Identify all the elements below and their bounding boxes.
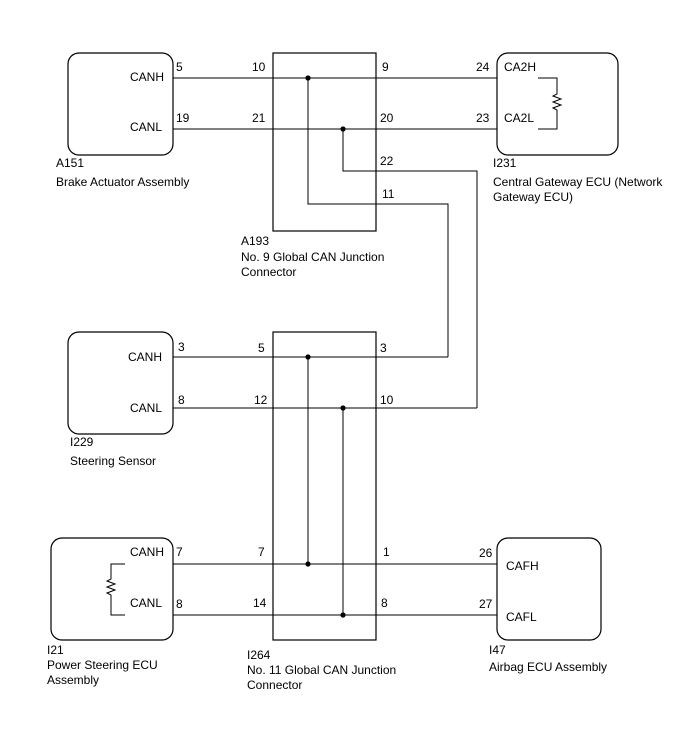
i231-box	[496, 52, 619, 156]
i231-termination-resistor	[538, 77, 563, 130]
i264-pin-8: 8	[381, 596, 388, 610]
i21-name-line1: Power Steering ECU	[47, 658, 158, 672]
i264-junction-connector: 5 12 3 10 7 14 1 8 I264 No. 11 Global CA…	[247, 331, 396, 692]
i47-name: Airbag ECU Assembly	[489, 660, 607, 674]
i229-code: I229	[70, 435, 94, 449]
i264-pin-7: 7	[258, 545, 265, 559]
a193-name-line1: No. 9 Global CAN Junction	[241, 250, 384, 264]
i231-name-line2: Gateway ECU)	[493, 190, 573, 204]
i264-code: I264	[247, 648, 271, 662]
i21-canh-pin: 7	[176, 545, 183, 559]
i264-pin-14: 14	[253, 596, 267, 610]
a151-canh-pin: 5	[176, 60, 183, 74]
a151-box	[67, 52, 174, 156]
i231-central-gateway-ecu: CA2H CA2L 24 23 I231 Central Gateway ECU…	[476, 52, 663, 204]
i264-name-line1: No. 11 Global CAN Junction	[247, 663, 396, 677]
i264-box	[272, 331, 377, 641]
a151-code: A151	[56, 156, 84, 170]
i229-canl-pin: 8	[178, 393, 185, 407]
i264-pin-12: 12	[254, 393, 268, 407]
i229-canl-label: CANL	[130, 401, 162, 415]
junction-dot-i264-low-bottom	[340, 612, 346, 618]
i231-ca2h-pin: 24	[476, 60, 490, 74]
a193-code: A193	[241, 234, 269, 248]
i21-code: I21	[47, 643, 64, 657]
i21-canl-label: CANL	[130, 596, 162, 610]
wire-a193-low-bus-to-i264	[342, 129, 478, 408]
i47-airbag-ecu: CAFH CAFL 26 27 I47 Airbag ECU Assembly	[479, 537, 607, 674]
a151-canh-label: CANH	[130, 70, 164, 84]
i264-name-line2: Connector	[247, 678, 302, 692]
i264-pin-1: 1	[383, 545, 390, 559]
i264-pin-5: 5	[258, 341, 265, 355]
a151-canl-pin: 19	[176, 111, 190, 125]
wiring	[173, 75, 497, 618]
junction-dot-a193-high	[305, 75, 311, 81]
i229-steering-sensor: CANH CANL 3 8 I229 Steering Sensor	[67, 331, 185, 468]
i264-pin-3: 3	[380, 341, 387, 355]
a151-canl-label: CANL	[130, 120, 162, 134]
a193-pin-22: 22	[380, 154, 394, 168]
a193-junction-connector: 10 21 9 20 22 11 A193 No. 9 Global CAN J…	[241, 52, 395, 279]
i264-pin-10: 10	[380, 393, 394, 407]
i47-code: I47	[489, 643, 506, 657]
i21-name-line2: Assembly	[47, 673, 99, 687]
a193-pin-20: 20	[380, 111, 394, 125]
junction-dot-i264-low-top	[340, 405, 346, 411]
i231-ca2h-label: CA2H	[504, 60, 536, 74]
i229-name: Steering Sensor	[70, 454, 156, 468]
i47-box	[496, 537, 602, 641]
i231-ca2l-label: CA2L	[504, 111, 534, 125]
i21-canh-label: CANH	[130, 545, 164, 559]
i229-canh-label: CANH	[128, 350, 162, 364]
wire-a193-high-bus-to-i264	[307, 78, 449, 357]
a193-pin-9: 9	[382, 60, 389, 74]
junction-dot-i264-high-top	[305, 354, 311, 360]
i229-box	[67, 331, 174, 435]
a193-pin-21: 21	[252, 111, 266, 125]
a151-name: Brake Actuator Assembly	[56, 175, 189, 189]
i231-code: I231	[493, 156, 517, 170]
i21-termination-resistor	[105, 563, 125, 616]
i21-box	[50, 537, 174, 641]
a193-pin-11: 11	[382, 187, 395, 201]
i21-canl-pin: 8	[176, 597, 183, 611]
junction-dot-i264-high-bottom	[305, 561, 311, 567]
a151-brake-actuator: CANH CANL 5 19 A151 Brake Actuator Assem…	[56, 52, 190, 189]
i47-cafl-label: CAFL	[506, 610, 537, 624]
i47-cafh-pin: 26	[479, 546, 493, 560]
a193-name-line2: Connector	[241, 265, 296, 279]
junction-dot-a193-low	[340, 126, 346, 132]
i229-canh-pin: 3	[178, 340, 185, 354]
i21-power-steering-ecu: CANH CANL 7 8 I21 Power Steering ECU Ass…	[47, 537, 183, 687]
i231-ca2l-pin: 23	[476, 111, 490, 125]
i47-cafh-label: CAFH	[506, 559, 539, 573]
i47-cafl-pin: 27	[479, 597, 493, 611]
i231-name-line1: Central Gateway ECU (Network	[493, 175, 663, 189]
a193-pin-10: 10	[252, 60, 266, 74]
a193-box	[272, 52, 377, 232]
